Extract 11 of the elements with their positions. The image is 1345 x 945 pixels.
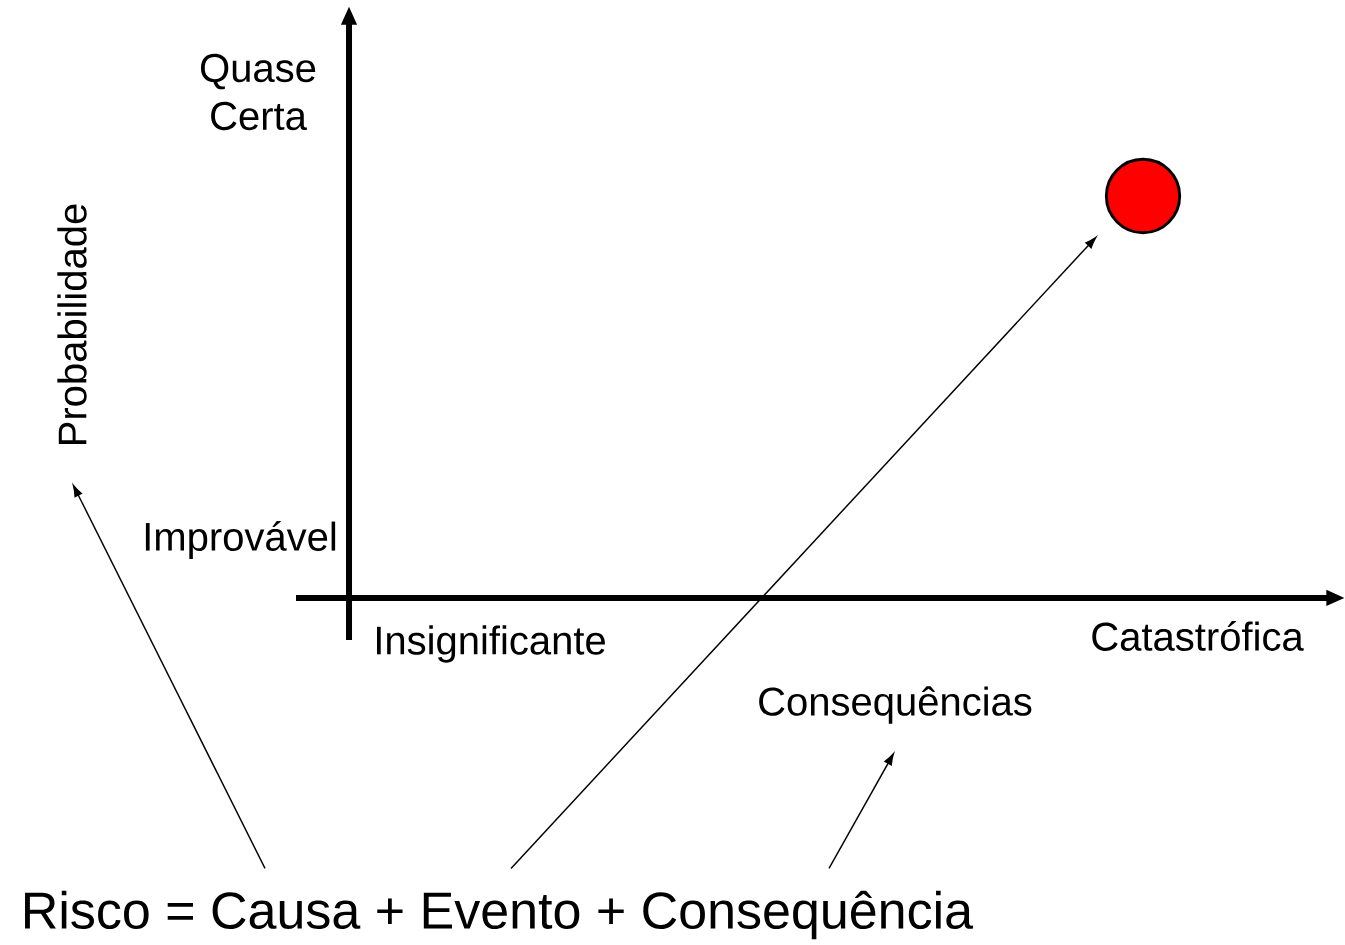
axis-label: Insignificante: [376, 625, 605, 663]
axis-title: Consequências: [759, 686, 1032, 724]
arrow: [828, 753, 894, 870]
axis-label: Catastrófica: [1092, 621, 1304, 651]
risk-dot: [1104, 157, 1182, 235]
axis-label: Improvável: [145, 521, 336, 559]
arrow: [72, 485, 266, 870]
axis-label: Quase Certa: [201, 53, 316, 131]
axis-title: Probabilidade: [57, 204, 87, 445]
formula-text: Risco = Causa + Evento + Consequência: [25, 890, 974, 940]
arrow: [510, 236, 1097, 870]
